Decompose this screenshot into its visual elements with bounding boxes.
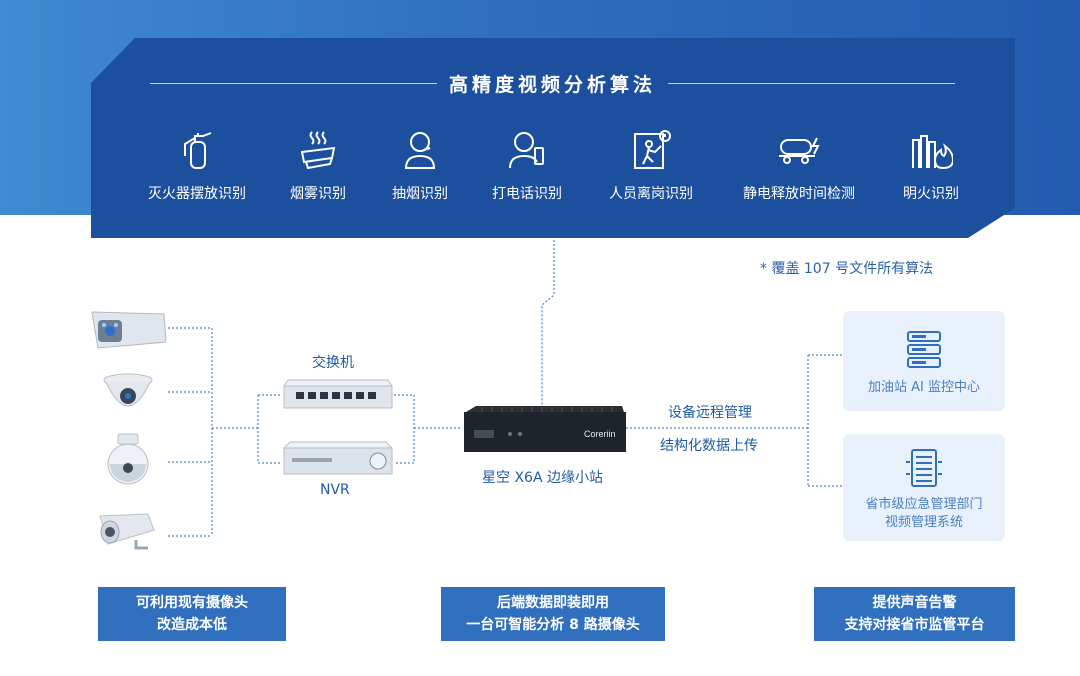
phone-call-person-icon [509, 132, 544, 169]
destination-ai-center: 加油站 AI 监控中心 [843, 311, 1005, 411]
switch-label: 交换机 [312, 355, 354, 371]
device-brand-text: Coreriin [584, 429, 616, 439]
open-flame-icon [912, 135, 953, 170]
feature-box-plug-and-play: 后端数据即装即用 一台可智能分析 8 路摄像头 [441, 587, 665, 641]
algorithm-smoke: 烟雾识别 [243, 128, 393, 203]
ptz-camera-icon [107, 433, 149, 485]
server-icon [907, 331, 941, 368]
feature-box-existing-cameras: 可利用现有摄像头 改造成本低 [98, 587, 286, 641]
fire-extinguisher-icon [184, 132, 212, 169]
nvr-label: NVR [320, 482, 350, 498]
algorithm-open-flame: 明火识别 [856, 128, 1006, 203]
title-rule-left [150, 82, 437, 84]
dome-camera-icon [103, 373, 153, 407]
banner-title: 高精度视频分析算法 [150, 68, 956, 98]
server-rack-icon [906, 449, 942, 487]
algorithm-smoking: 抽烟识别 [345, 128, 495, 203]
destination-emergency-system: 省市级应急管理部门 视频管理系统 [843, 434, 1005, 541]
link-label-upload: 结构化数据上传 [660, 438, 758, 454]
algorithm-banner [91, 38, 1015, 238]
nvr-icon [282, 441, 394, 475]
bullet-camera-icon [91, 311, 167, 349]
bullet-camera-icon [99, 513, 155, 550]
smoke-icon [300, 131, 336, 170]
feature-box-audio-alarm: 提供声音告警 支持对接省市监管平台 [814, 587, 1015, 641]
algorithm-static-discharge: 静电释放时间检测 [724, 128, 874, 203]
person-leaving-post-icon [634, 130, 671, 169]
edge-device-icon: Coreriin [464, 406, 626, 452]
banner-title-text: 高精度视频分析算法 [449, 73, 657, 96]
tanker-static-discharge-icon [779, 137, 820, 164]
network-switch-icon [283, 379, 393, 409]
edge-device-label: 星空 X6A 边缘小站 [482, 470, 603, 486]
algorithm-fire-extinguisher: 灭火器摆放识别 [122, 128, 272, 203]
link-label-remote: 设备远程管理 [668, 405, 752, 421]
algorithm-leave-post: 人员离岗识别 [576, 128, 726, 203]
title-rule-right [668, 82, 956, 84]
smoking-person-icon [404, 132, 436, 169]
algorithm-phone-call: 打电话识别 [452, 128, 602, 203]
coverage-note: * 覆盖 107 号文件所有算法 [760, 261, 934, 277]
